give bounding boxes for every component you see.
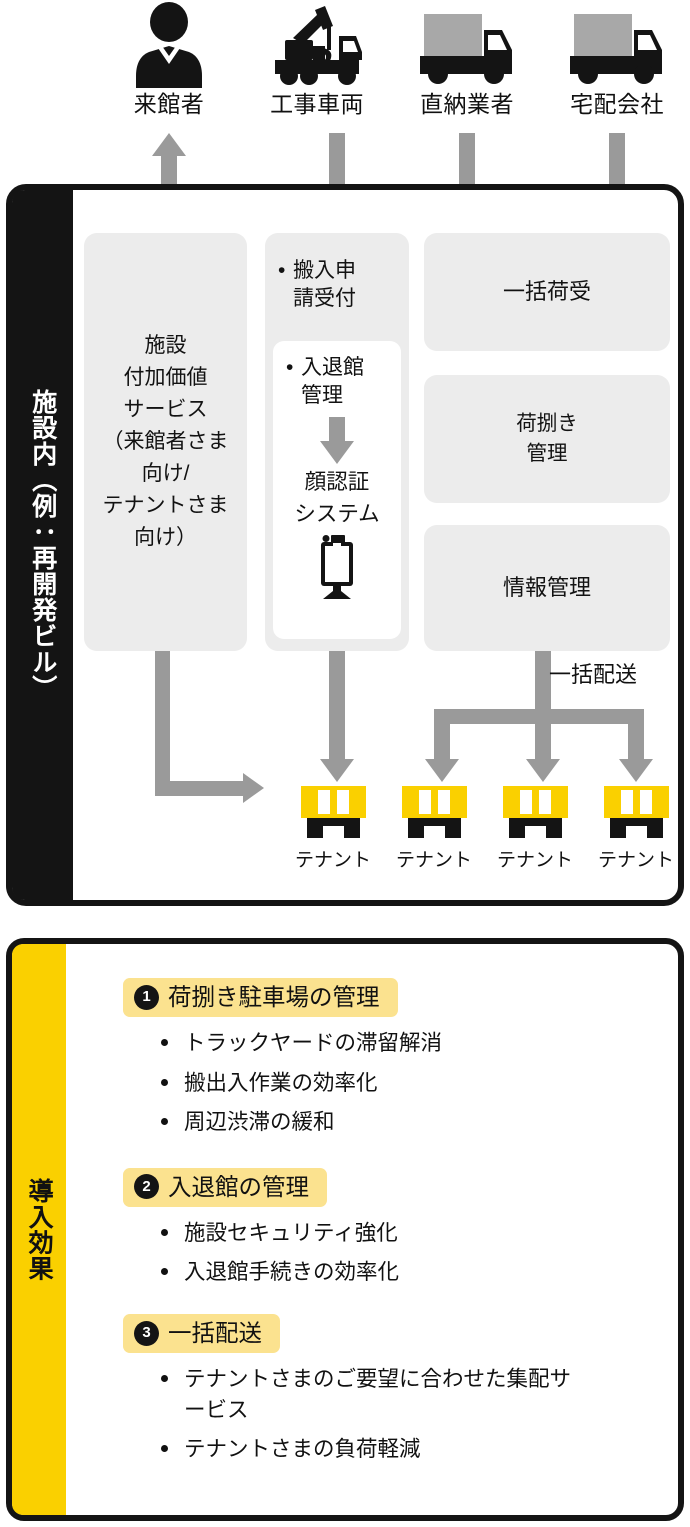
- box-truck-icon: [558, 0, 676, 88]
- box-label-line: 荷捌き: [516, 412, 578, 436]
- effect-list-3: テナントさまのご要望に合わせた集配サービス テナントさまの負荷軽減: [123, 1364, 678, 1465]
- facility-panel-side: 施設内（例：再開発ビル）: [12, 190, 73, 900]
- entry-bullet-2-line: 管理: [301, 384, 343, 408]
- tenant-label: テナント: [597, 850, 674, 871]
- actor-direct-supplier: 直納業者: [408, 0, 526, 116]
- service-line: 付加価値: [123, 366, 208, 390]
- effect-list-2: 施設セキュリティ強化 入退館手続きの効率化: [123, 1218, 678, 1288]
- effects-panel: 導入効果 1 荷捌き駐車場の管理 トラックヤードの滞留解消 搬出入作業の効率化 …: [6, 938, 684, 1521]
- arrow-entry-to-tenant1: [320, 651, 354, 786]
- effects-panel-label: 導入効果: [25, 1178, 54, 1281]
- person-icon: [110, 0, 228, 88]
- actor-delivery-company: 宅配会社: [558, 0, 676, 116]
- face-system-label-line: 顔認証: [304, 470, 370, 495]
- list-item: トラックヤードの滞留解消: [159, 1028, 678, 1059]
- tenant-label: テナント: [294, 850, 371, 871]
- actor-visitor: 来館者: [110, 0, 228, 116]
- box-label-line: 管理: [526, 442, 568, 465]
- list-item: 搬出入作業の効率化: [159, 1068, 678, 1099]
- tenant-label: テナント: [395, 850, 472, 871]
- effect-number-badge: 2: [134, 1174, 159, 1200]
- bullet-dot-icon: •: [286, 356, 294, 379]
- service-line: サービス: [123, 398, 208, 422]
- list-item: テナントさまの負荷軽減: [159, 1434, 678, 1465]
- box-entry-management: • 搬入申 請受付 • 入退館 管理 顔認証 システム: [265, 233, 409, 651]
- box-label: 一括荷受: [502, 279, 591, 305]
- arrow-to-face-system: [273, 415, 401, 465]
- effect-heading-3: 3 一括配送: [123, 1313, 280, 1354]
- tenant-3: テナント: [486, 786, 584, 872]
- list-item: 施設セキュリティ強化: [159, 1218, 678, 1249]
- tenant-2: テナント: [385, 786, 483, 872]
- actor-label: 工事車両: [270, 91, 364, 117]
- face-recognition-terminal-icon: [273, 535, 401, 601]
- box-label: 情報管理: [502, 575, 591, 601]
- tenant-label: テナント: [496, 850, 573, 871]
- shop-icon: [300, 786, 366, 838]
- list-item: 周辺渋滞の緩和: [159, 1107, 678, 1138]
- bullet-dot-icon: •: [278, 259, 286, 282]
- shop-icon: [603, 786, 669, 838]
- effect-title: 荷捌き駐車場の管理: [168, 984, 380, 1010]
- box-information-management: 情報管理: [424, 525, 670, 651]
- entry-bullet-2-line: 入退館: [301, 356, 364, 379]
- effect-group-1: 1 荷捌き駐車場の管理 トラックヤードの滞留解消 搬出入作業の効率化 周辺渋滞の…: [123, 978, 678, 1138]
- crane-truck-icon: [258, 0, 376, 88]
- entry-bullet-1: • 搬入申 請受付: [265, 257, 409, 313]
- effects-body: 1 荷捌き駐車場の管理 トラックヤードの滞留解消 搬出入作業の効率化 周辺渋滞の…: [66, 944, 678, 1515]
- tenant-1: テナント: [284, 786, 382, 872]
- face-system-label-line: システム: [294, 502, 380, 527]
- service-line: （来館者さま: [102, 430, 229, 454]
- effect-title: 入退館の管理: [168, 1173, 309, 1200]
- effect-number-badge: 1: [134, 984, 159, 1010]
- face-recognition-subbox: • 入退館 管理 顔認証 システム: [273, 341, 401, 639]
- effect-heading-2: 2 入退館の管理: [123, 1167, 327, 1207]
- bulk-delivery-label: 一括配送: [549, 662, 638, 687]
- shop-icon: [401, 786, 467, 838]
- effect-number-badge: 3: [134, 1320, 159, 1346]
- box-bulk-receiving: 一括荷受: [424, 233, 670, 351]
- effect-group-3: 3 一括配送 テナントさまのご要望に合わせた集配サービス テナントさまの負荷軽減: [123, 1313, 678, 1465]
- effect-title: 一括配送: [168, 1319, 262, 1346]
- actor-label: 来館者: [133, 91, 205, 117]
- entry-bullet-1-line: 請受付: [293, 287, 356, 311]
- tenant-4: テナント: [587, 786, 685, 872]
- actor-label: 宅配会社: [570, 91, 664, 117]
- entry-bullet-2: • 入退館 管理: [273, 354, 401, 410]
- box-cargo-handling: 荷捌き 管理: [424, 375, 670, 503]
- box-facility-service: 施設 付加価値 サービス （来館者さま 向け/ テナントさま 向け）: [84, 233, 247, 651]
- service-line: 向け/: [141, 461, 190, 485]
- list-item: テナントさまのご要望に合わせた集配サービス: [159, 1364, 589, 1425]
- effects-panel-side: 導入効果: [12, 944, 66, 1515]
- actor-label: 直納業者: [420, 91, 514, 117]
- service-line: テナントさま: [102, 493, 229, 517]
- facility-panel-label: 施設内（例：再開発ビル）: [28, 389, 57, 701]
- box-truck-icon: [408, 0, 526, 88]
- arrow-service-to-tenant: [155, 651, 275, 811]
- service-line: 向け）: [134, 525, 197, 549]
- actor-construction-vehicle: 工事車両: [258, 0, 376, 116]
- list-item: 入退館手続きの効率化: [159, 1257, 678, 1288]
- effect-group-2: 2 入退館の管理 施設セキュリティ強化 入退館手続きの効率化: [123, 1167, 678, 1288]
- service-line: 施設: [144, 334, 187, 358]
- effect-heading-1: 1 荷捌き駐車場の管理: [123, 978, 398, 1018]
- shop-icon: [502, 786, 568, 838]
- entry-bullet-1-line: 搬入申: [293, 259, 356, 282]
- arrow-bulk-delivery-branch: [425, 651, 660, 786]
- actor-row: 来館者: [0, 0, 690, 128]
- effect-list-1: トラックヤードの滞留解消 搬出入作業の効率化 周辺渋滞の緩和: [123, 1028, 678, 1138]
